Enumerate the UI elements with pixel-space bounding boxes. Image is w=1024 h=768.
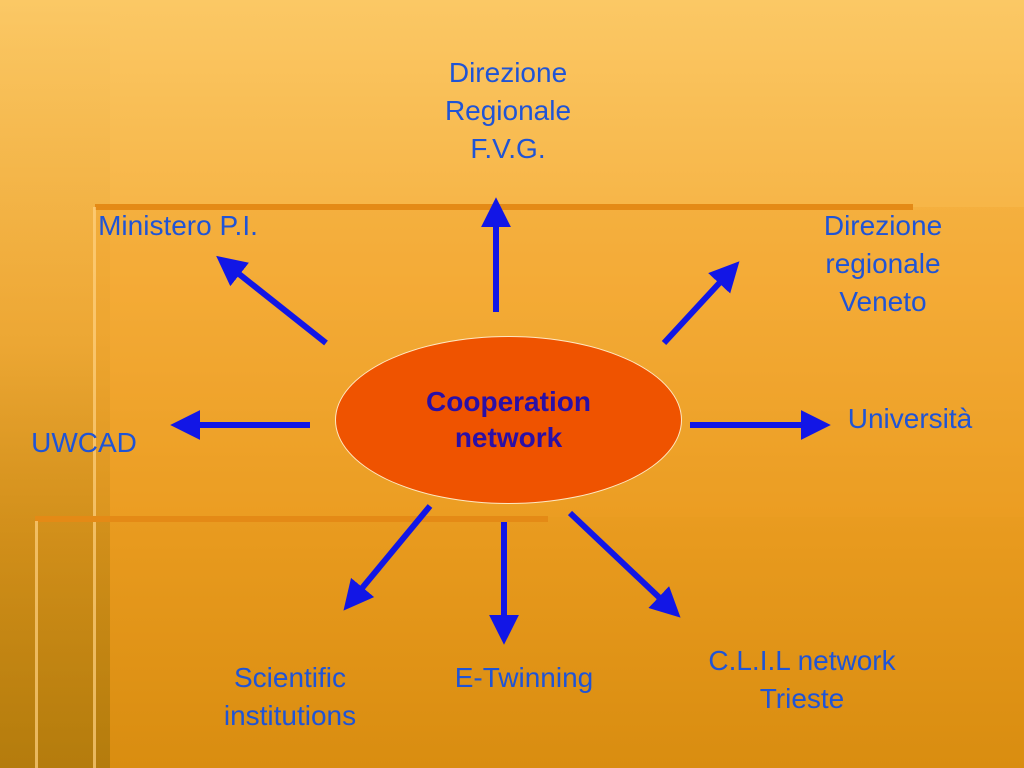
decor-vline-lower [35,521,38,768]
node-uwcad: UWCAD [31,427,137,458]
node-clil: C.L.I.L network Trieste [708,645,896,714]
node-ministero: Ministero P.I. [98,210,258,241]
node-universita: Università [847,403,973,434]
arrow-to-scientific [343,504,433,611]
arrow-to-ministero [216,255,328,346]
decor-vline-upper [93,207,96,768]
node-direzione-veneto: Direzione regionale Veneto [823,210,943,317]
left-shade [0,0,110,768]
node-direzione-fvg: Direzione Regionale F.V.G. [444,57,572,164]
node-scientific: Scientific institutions [223,662,357,731]
node-etwinning: E-Twinning [454,662,594,693]
cooperation-network-hub: Cooperation network [335,336,682,504]
hub-label: Cooperation network [426,386,591,453]
decor-bar-middle [35,516,548,522]
arrow-to-clil [567,510,681,618]
arrow-to-direzione-veneto [661,261,740,346]
